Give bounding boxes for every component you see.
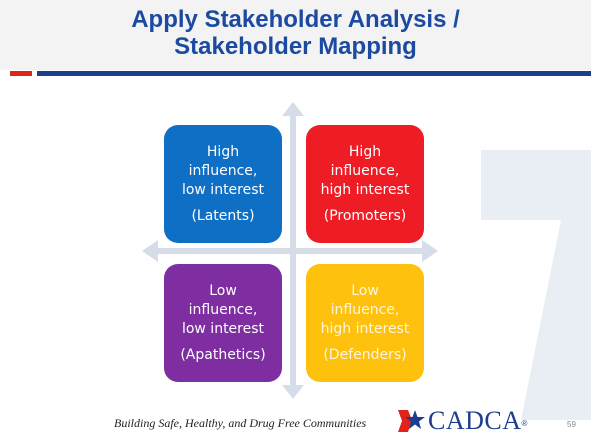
quadrant-line: High [348, 143, 382, 160]
quadrant-role: (Promoters) [323, 207, 407, 224]
slide-title: Apply Stakeholder Analysis / Stakeholder… [0, 6, 591, 60]
star-flag-icon [398, 410, 425, 432]
quadrant-line: influence, [330, 162, 400, 179]
quadrant-line: low interest [181, 181, 265, 198]
quadrant-latents: High influence, low interest (Latents) [164, 125, 282, 243]
quadrant-line: low interest [181, 320, 265, 337]
slide-title-line-1: Apply Stakeholder Analysis / [131, 6, 460, 33]
quadrant-line: influence, [330, 301, 400, 318]
title-rule-blue [37, 71, 591, 76]
quadrant-promoters: High influence, high interest (Promoters… [306, 125, 424, 243]
stakeholder-matrix: High influence, low interest (Latents) H… [140, 100, 440, 400]
quadrant-role: (Latents) [191, 207, 255, 224]
quadrant-line: high interest [320, 181, 410, 198]
title-band [0, 0, 591, 70]
watermark-shape [481, 150, 591, 420]
registered-mark: ® [521, 418, 528, 428]
quadrant-line: Low [351, 282, 379, 299]
axis-arrows [142, 102, 438, 399]
up-arrowhead [282, 102, 304, 116]
page-number: 59 [567, 420, 576, 429]
quadrant-role: (Defenders) [323, 346, 407, 363]
quadrant-line: high interest [320, 320, 410, 337]
quadrant-role: (Apathetics) [180, 346, 266, 363]
logo-wordmark: CADCA [428, 406, 522, 435]
down-arrowhead [282, 385, 304, 399]
right-arrowhead [422, 240, 438, 262]
quadrant-apathetics: Low influence, low interest (Apathetics) [164, 264, 282, 382]
quadrant-line: Low [209, 282, 237, 299]
title-rule-red [10, 71, 32, 76]
quadrant-line: influence, [188, 162, 258, 179]
quadrant-line: influence, [188, 301, 258, 318]
cadca-logo: CADCA ® [398, 406, 527, 436]
footer-tagline: Building Safe, Healthy, and Drug Free Co… [114, 416, 367, 430]
quadrant-defenders: Low influence, high interest (Defenders) [306, 264, 424, 382]
quadrant-line: High [206, 143, 240, 160]
slide-title-line-2: Stakeholder Mapping [174, 33, 417, 60]
left-arrowhead [142, 240, 158, 262]
